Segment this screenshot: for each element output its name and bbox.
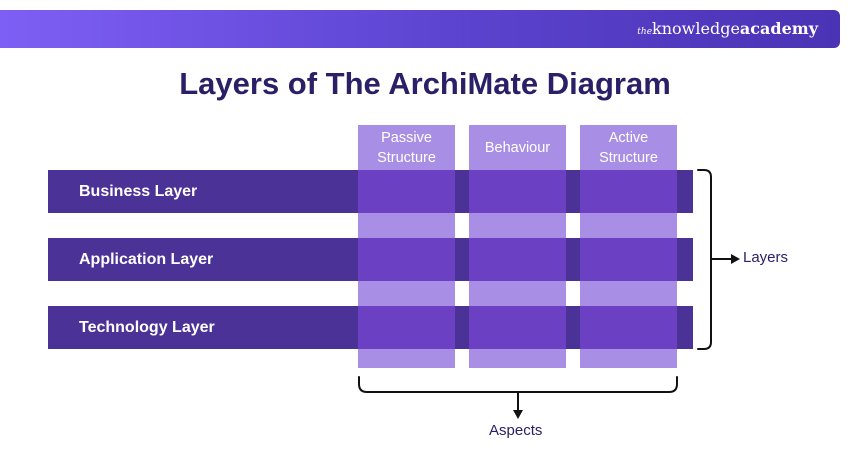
intersection-cell	[580, 306, 677, 349]
intersection-cell	[580, 238, 677, 281]
brand-prefix: the	[637, 27, 653, 37]
layers-label: Layers	[743, 249, 789, 266]
intersection-cell	[358, 306, 455, 349]
intersection-cell	[469, 238, 566, 281]
layer-label-application: Application Layer	[79, 251, 214, 268]
aspect-header-line: Behaviour	[484, 139, 551, 156]
top-banner: theknowledgeacademy	[0, 10, 840, 48]
aspect-header-line: Active	[608, 129, 649, 146]
aspect-header-behaviour: Behaviour	[469, 125, 566, 170]
layer-label-business: Business Layer	[79, 183, 198, 200]
diagram-title: Layers of The ArchiMate Diagram	[179, 66, 671, 101]
aspects-label: Aspects	[489, 422, 543, 439]
layers-brace	[697, 169, 712, 350]
brand-bold: academy	[739, 19, 818, 38]
aspect-header-line: Structure	[377, 149, 436, 166]
intersection-cell	[358, 238, 455, 281]
brand-regular: knowledge	[652, 19, 740, 38]
aspects-arrowhead-icon	[513, 410, 523, 419]
aspect-header-line: Passive	[381, 129, 432, 146]
intersection-cell	[469, 170, 566, 213]
brand-logo: theknowledgeacademy	[637, 19, 818, 38]
layer-label-technology: Technology Layer	[79, 319, 215, 336]
intersection-cell	[358, 170, 455, 213]
intersection-cell	[469, 306, 566, 349]
aspects-brace	[358, 376, 678, 393]
layers-arrowhead-icon	[731, 254, 740, 264]
aspect-header-line: Structure	[599, 149, 658, 166]
intersection-cell	[580, 170, 677, 213]
